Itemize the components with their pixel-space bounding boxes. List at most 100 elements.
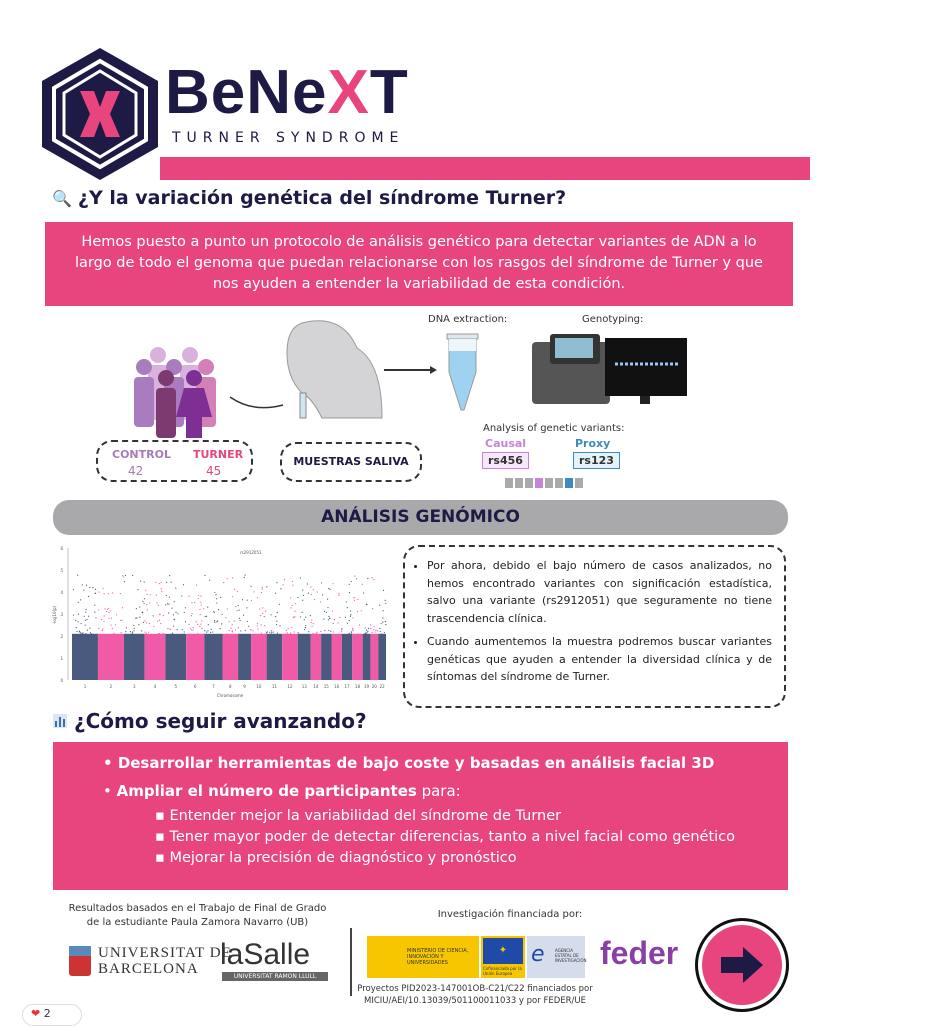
- snp-point: [364, 627, 366, 629]
- header-bar: [160, 157, 810, 180]
- snp-point: [313, 598, 316, 601]
- x-tick-label: 15: [324, 684, 330, 689]
- y-tick-label: 4: [60, 590, 63, 595]
- arrow-right-icon: [721, 947, 763, 983]
- chromosome-band: [251, 633, 267, 680]
- snp-point: [246, 607, 248, 609]
- control-label: CONTROL: [112, 448, 171, 461]
- snp-point: [352, 617, 354, 619]
- chromosome-band: [72, 633, 98, 680]
- snp-point: [280, 635, 282, 637]
- snp-point: [125, 631, 127, 633]
- sub-point: ▪ Tener mayor poder de detectar diferenc…: [155, 829, 736, 845]
- snp-point: [214, 621, 216, 623]
- snp-point: [85, 633, 87, 635]
- snp-point: [103, 615, 105, 617]
- brand-subtitle: TURNER SYNDROME: [172, 130, 405, 146]
- snp-point: [111, 627, 114, 630]
- x-tick-label: 17: [345, 684, 351, 689]
- reaction-badge[interactable]: ❤ 2: [22, 1004, 82, 1026]
- snp-point: [341, 628, 343, 630]
- snp-point: [276, 612, 278, 614]
- snp-point: [219, 628, 221, 630]
- snp-point: [152, 615, 154, 617]
- snp-point: [135, 617, 137, 619]
- snp-point: [333, 619, 336, 621]
- snp-point: [165, 635, 168, 637]
- snp-point: [226, 608, 228, 610]
- snp-point: [216, 598, 218, 600]
- snp-point: [265, 610, 267, 612]
- sub-point: ▪ Entender mejor la variabilidad del sín…: [155, 808, 562, 824]
- snp-point: [237, 627, 239, 629]
- snp-point: [123, 635, 125, 637]
- snp-point: [287, 635, 290, 637]
- snp-point: [172, 625, 175, 627]
- causal-label: Causal: [485, 437, 527, 450]
- snp-point: [195, 634, 197, 637]
- y-tick-label: 2: [60, 634, 63, 639]
- snp-point: [239, 619, 241, 622]
- next-arrow-button[interactable]: [695, 918, 789, 1012]
- snp-point: [384, 635, 386, 637]
- snp-point: [149, 602, 151, 604]
- snp-point: [169, 628, 171, 630]
- snp-point: [269, 635, 271, 637]
- snp-point: [119, 592, 121, 595]
- snp-point: [81, 584, 83, 586]
- snp-point: [161, 590, 163, 592]
- heart-icon: ❤: [31, 1007, 41, 1020]
- snp-point: [295, 635, 298, 637]
- snp-point: [133, 627, 135, 630]
- snp-point: [200, 623, 202, 625]
- section2-heading: ¿Cómo seguir avanzando?: [52, 709, 367, 733]
- snp-point: [328, 615, 330, 617]
- snp-point: [84, 624, 86, 626]
- dna-sequence-icon: [505, 478, 583, 488]
- x-tick-label: 3: [133, 684, 136, 689]
- chromosome-band: [123, 633, 145, 680]
- snp-point: [215, 594, 217, 596]
- snp-point: [75, 619, 77, 622]
- snp-point: [103, 620, 105, 623]
- snp-point: [144, 620, 146, 622]
- snp-point: [117, 635, 119, 637]
- snp-point: [301, 635, 304, 637]
- snp-point: [242, 633, 244, 636]
- snp-point: [209, 635, 211, 637]
- snp-point: [262, 612, 264, 614]
- snp-point: [233, 588, 236, 590]
- snp-point: [267, 635, 269, 637]
- chromosome-band: [352, 633, 363, 680]
- credit-line: Resultados basados en el Trabajo de Fina…: [68, 903, 327, 914]
- snp-point: [139, 606, 141, 608]
- snp-point: [156, 634, 158, 636]
- snp-point: [276, 620, 278, 622]
- snp-point: [166, 603, 169, 605]
- snp-point: [272, 631, 274, 633]
- snp-point: [368, 634, 370, 636]
- snp-point: [95, 617, 97, 619]
- snp-point: [173, 619, 175, 621]
- brand-x: X: [327, 58, 370, 127]
- snp-point: [204, 635, 206, 637]
- snp-point: [309, 615, 311, 617]
- ub-line1: UNIVERSITAT DE: [98, 945, 232, 961]
- snp-point: [162, 614, 164, 617]
- snp-point: [186, 634, 188, 637]
- snp-point: [142, 634, 144, 636]
- snp-point: [276, 632, 279, 634]
- snp-point: [352, 627, 354, 630]
- snp-point: [103, 633, 105, 636]
- snp-point: [302, 594, 305, 596]
- snp-point: [385, 602, 387, 605]
- snp-point: [363, 592, 365, 594]
- snp-point: [221, 623, 223, 625]
- snp-point: [105, 634, 107, 637]
- snp-point: [266, 586, 268, 588]
- snp-point: [181, 595, 183, 597]
- snp-point: [231, 623, 233, 626]
- snp-point: [182, 635, 184, 637]
- snp-point: [119, 619, 122, 622]
- snp-point: [279, 625, 281, 627]
